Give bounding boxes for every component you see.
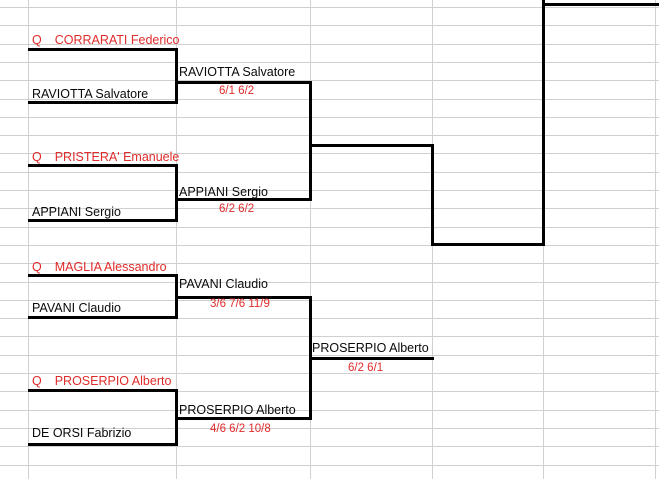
player-name: PRISTERA' Emanuele bbox=[54, 150, 180, 164]
grid-row-line bbox=[0, 464, 659, 466]
bracket-line-r2m1-right bbox=[309, 81, 312, 200]
player-name: RAVIOTTA Salvatore bbox=[32, 87, 149, 101]
r2-m1-score[interactable]: 6/1 6/2 bbox=[219, 85, 255, 97]
grid-row-line bbox=[0, 80, 659, 82]
bracket-line-r5m1-top bbox=[542, 3, 659, 6]
grid-row-line bbox=[0, 336, 659, 338]
grid-row-line bbox=[0, 116, 659, 118]
grid-row-line bbox=[0, 409, 659, 411]
grid-row-line bbox=[0, 446, 659, 448]
player-name: PAVANI Claudio bbox=[32, 301, 121, 315]
r1-m1-bottom-player[interactable]: RAVIOTTA Salvatore bbox=[32, 88, 148, 101]
qualifier-badge: Q bbox=[32, 33, 42, 47]
bracket-line-r3m1-right bbox=[431, 144, 434, 246]
grid-row-line bbox=[0, 190, 659, 191]
bracket-line-r1m4-top bbox=[28, 389, 178, 392]
grid-row-line bbox=[0, 318, 659, 320]
bracket-line-r3m1-bottom bbox=[309, 357, 434, 360]
r1-m1-top-player[interactable]: Q CORRARATI Federico bbox=[32, 34, 180, 47]
bracket-line-r1m2-right bbox=[175, 164, 178, 222]
player-name: APPIANI Sergio bbox=[32, 205, 121, 219]
grid-row-line bbox=[0, 244, 659, 246]
player-name: CORRARATI Federico bbox=[54, 33, 180, 47]
bracket-line-r4m1-bottom bbox=[431, 243, 545, 246]
bracket-line-r1m1-top bbox=[28, 48, 178, 51]
grid-row-line bbox=[0, 25, 659, 27]
player-name: PROSERPIO Alberto bbox=[54, 374, 172, 388]
bracket-line-r1m2-top bbox=[28, 164, 178, 167]
r1-m2-top-player[interactable]: Q PRISTERA' Emanuele bbox=[32, 151, 179, 164]
bracket-line-r2m4-bottom bbox=[175, 417, 312, 420]
r3-m1-winner[interactable]: PROSERPIO Alberto bbox=[312, 341, 429, 355]
grid-row-line bbox=[0, 7, 659, 8]
qualifier-badge: Q bbox=[32, 374, 42, 388]
bracket-line-r1m4-bottom bbox=[28, 443, 178, 446]
grid-column-line bbox=[310, 0, 311, 479]
grid-row-line bbox=[0, 135, 659, 137]
grid-row-line bbox=[0, 373, 659, 374]
r3-m1-score[interactable]: 6/2 6/1 bbox=[348, 362, 384, 374]
player-name: DE ORSI Fabrizio bbox=[32, 426, 132, 440]
r1-m2-bottom-player[interactable]: APPIANI Sergio bbox=[32, 206, 121, 219]
bracket-line-r1m3-bottom bbox=[28, 316, 178, 319]
bracket-line-r1m1-bottom bbox=[28, 101, 178, 104]
grid-column-line bbox=[176, 0, 177, 479]
r1-m4-bottom-player[interactable]: DE ORSI Fabrizio bbox=[32, 427, 131, 440]
r2-m3-score[interactable]: 3/6 7/6 11/9 bbox=[210, 298, 270, 310]
bracket-line-r2m1-top bbox=[175, 81, 312, 84]
qualifier-badge: Q bbox=[32, 260, 42, 274]
r2-m3-winner[interactable]: PAVANI Claudio bbox=[179, 277, 268, 291]
player-name: MAGLIA Alessandro bbox=[54, 260, 167, 274]
r2-m2-winner[interactable]: APPIANI Sergio bbox=[179, 185, 268, 199]
bracket-line-r1m3-top bbox=[28, 274, 178, 277]
grid-row-line bbox=[0, 153, 659, 155]
grid-row-line bbox=[0, 208, 659, 210]
grid-row-line bbox=[0, 354, 659, 356]
bracket-line-r3m1-top bbox=[309, 144, 434, 147]
grid-row-line bbox=[0, 98, 659, 100]
grid-row-line bbox=[0, 61, 659, 63]
grid-column-line bbox=[28, 0, 29, 479]
grid-row-line bbox=[0, 299, 659, 301]
qualifier-badge: Q bbox=[32, 150, 42, 164]
r2-m4-score[interactable]: 4/6 6/2 10/8 bbox=[210, 423, 271, 435]
bracket-line-r4m1-right bbox=[542, 0, 545, 246]
bracket-line-r1m2-bottom bbox=[28, 219, 178, 222]
r2-m1-winner[interactable]: RAVIOTTA Salvatore bbox=[179, 65, 296, 79]
grid-column-line bbox=[655, 0, 656, 479]
r1-m3-bottom-player[interactable]: PAVANI Claudio bbox=[32, 302, 121, 315]
r1-m4-top-player[interactable]: Q PROSERPIO Alberto bbox=[32, 375, 171, 388]
r2-m2-score[interactable]: 6/2 6/2 bbox=[219, 203, 255, 215]
grid-row-line bbox=[0, 171, 659, 173]
grid-row-line bbox=[0, 427, 659, 429]
grid-row-line bbox=[0, 263, 659, 265]
r1-m3-top-player[interactable]: Q MAGLIA Alessandro bbox=[32, 261, 167, 274]
grid-row-line bbox=[0, 43, 659, 45]
bracket-line-r1m1-right bbox=[175, 48, 178, 104]
grid-row-line bbox=[0, 391, 659, 393]
bracket-line-r2m2-bottom bbox=[175, 198, 312, 201]
r2-m4-winner[interactable]: PROSERPIO Alberto bbox=[179, 403, 296, 417]
bracket-line-r2m3-top bbox=[175, 296, 312, 299]
grid-row-line bbox=[0, 226, 659, 228]
grid-row-line bbox=[0, 281, 659, 283]
